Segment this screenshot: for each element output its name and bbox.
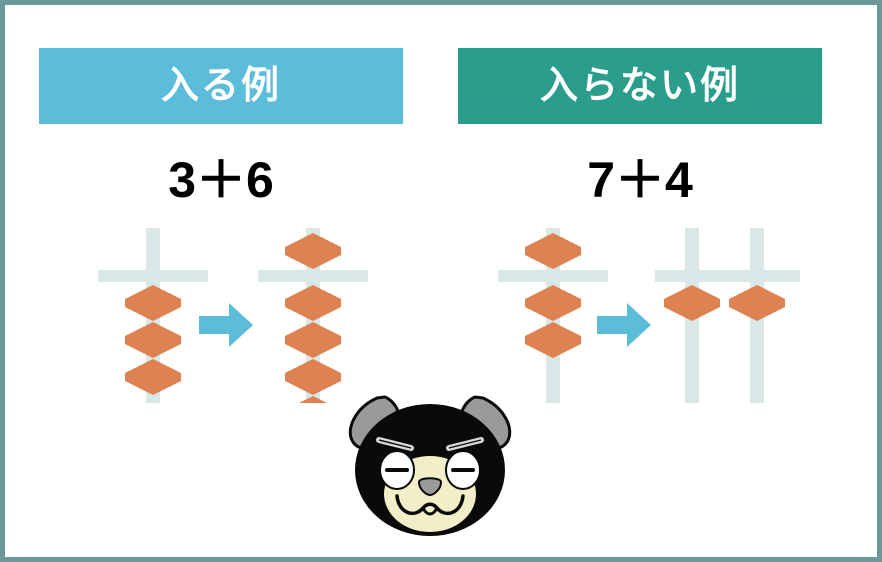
abacus-7-graphic: [498, 228, 608, 403]
dog-eyebrow-right-icon: [446, 437, 484, 451]
dog-face-icon: [348, 395, 512, 536]
arrow-right-transform: [597, 303, 651, 347]
dog-nose-icon: [417, 477, 443, 497]
abacus-9-graphic: [258, 228, 368, 403]
abacus-left-after: [258, 228, 368, 403]
banner-fits-example: 入る例: [39, 48, 403, 124]
banner-left-label: 入る例: [160, 65, 281, 107]
dog-eyebrow-left-icon: [376, 437, 414, 451]
expression-left: 3＋6: [168, 152, 274, 208]
mascot-dog-face: [335, 382, 525, 542]
arrow-left-transform: [199, 303, 253, 347]
expression-right: 7＋4: [587, 152, 693, 208]
banner-right-label: 入らない例: [539, 65, 740, 107]
dog-mouth-icon: [395, 494, 465, 516]
arrow-right-icon: [199, 303, 253, 347]
abacus-right-after: [655, 228, 800, 403]
abacus-3-graphic: [98, 228, 208, 403]
abacus-right-before: [498, 228, 608, 403]
dog-eye-left-icon: [379, 450, 415, 490]
banner-does-not-fit-example: 入らない例: [458, 48, 822, 124]
abacus-11-graphic: [655, 228, 800, 403]
dog-eye-right-icon: [445, 450, 481, 490]
arrow-right-icon: [597, 303, 651, 347]
abacus-left-before: [98, 228, 208, 403]
